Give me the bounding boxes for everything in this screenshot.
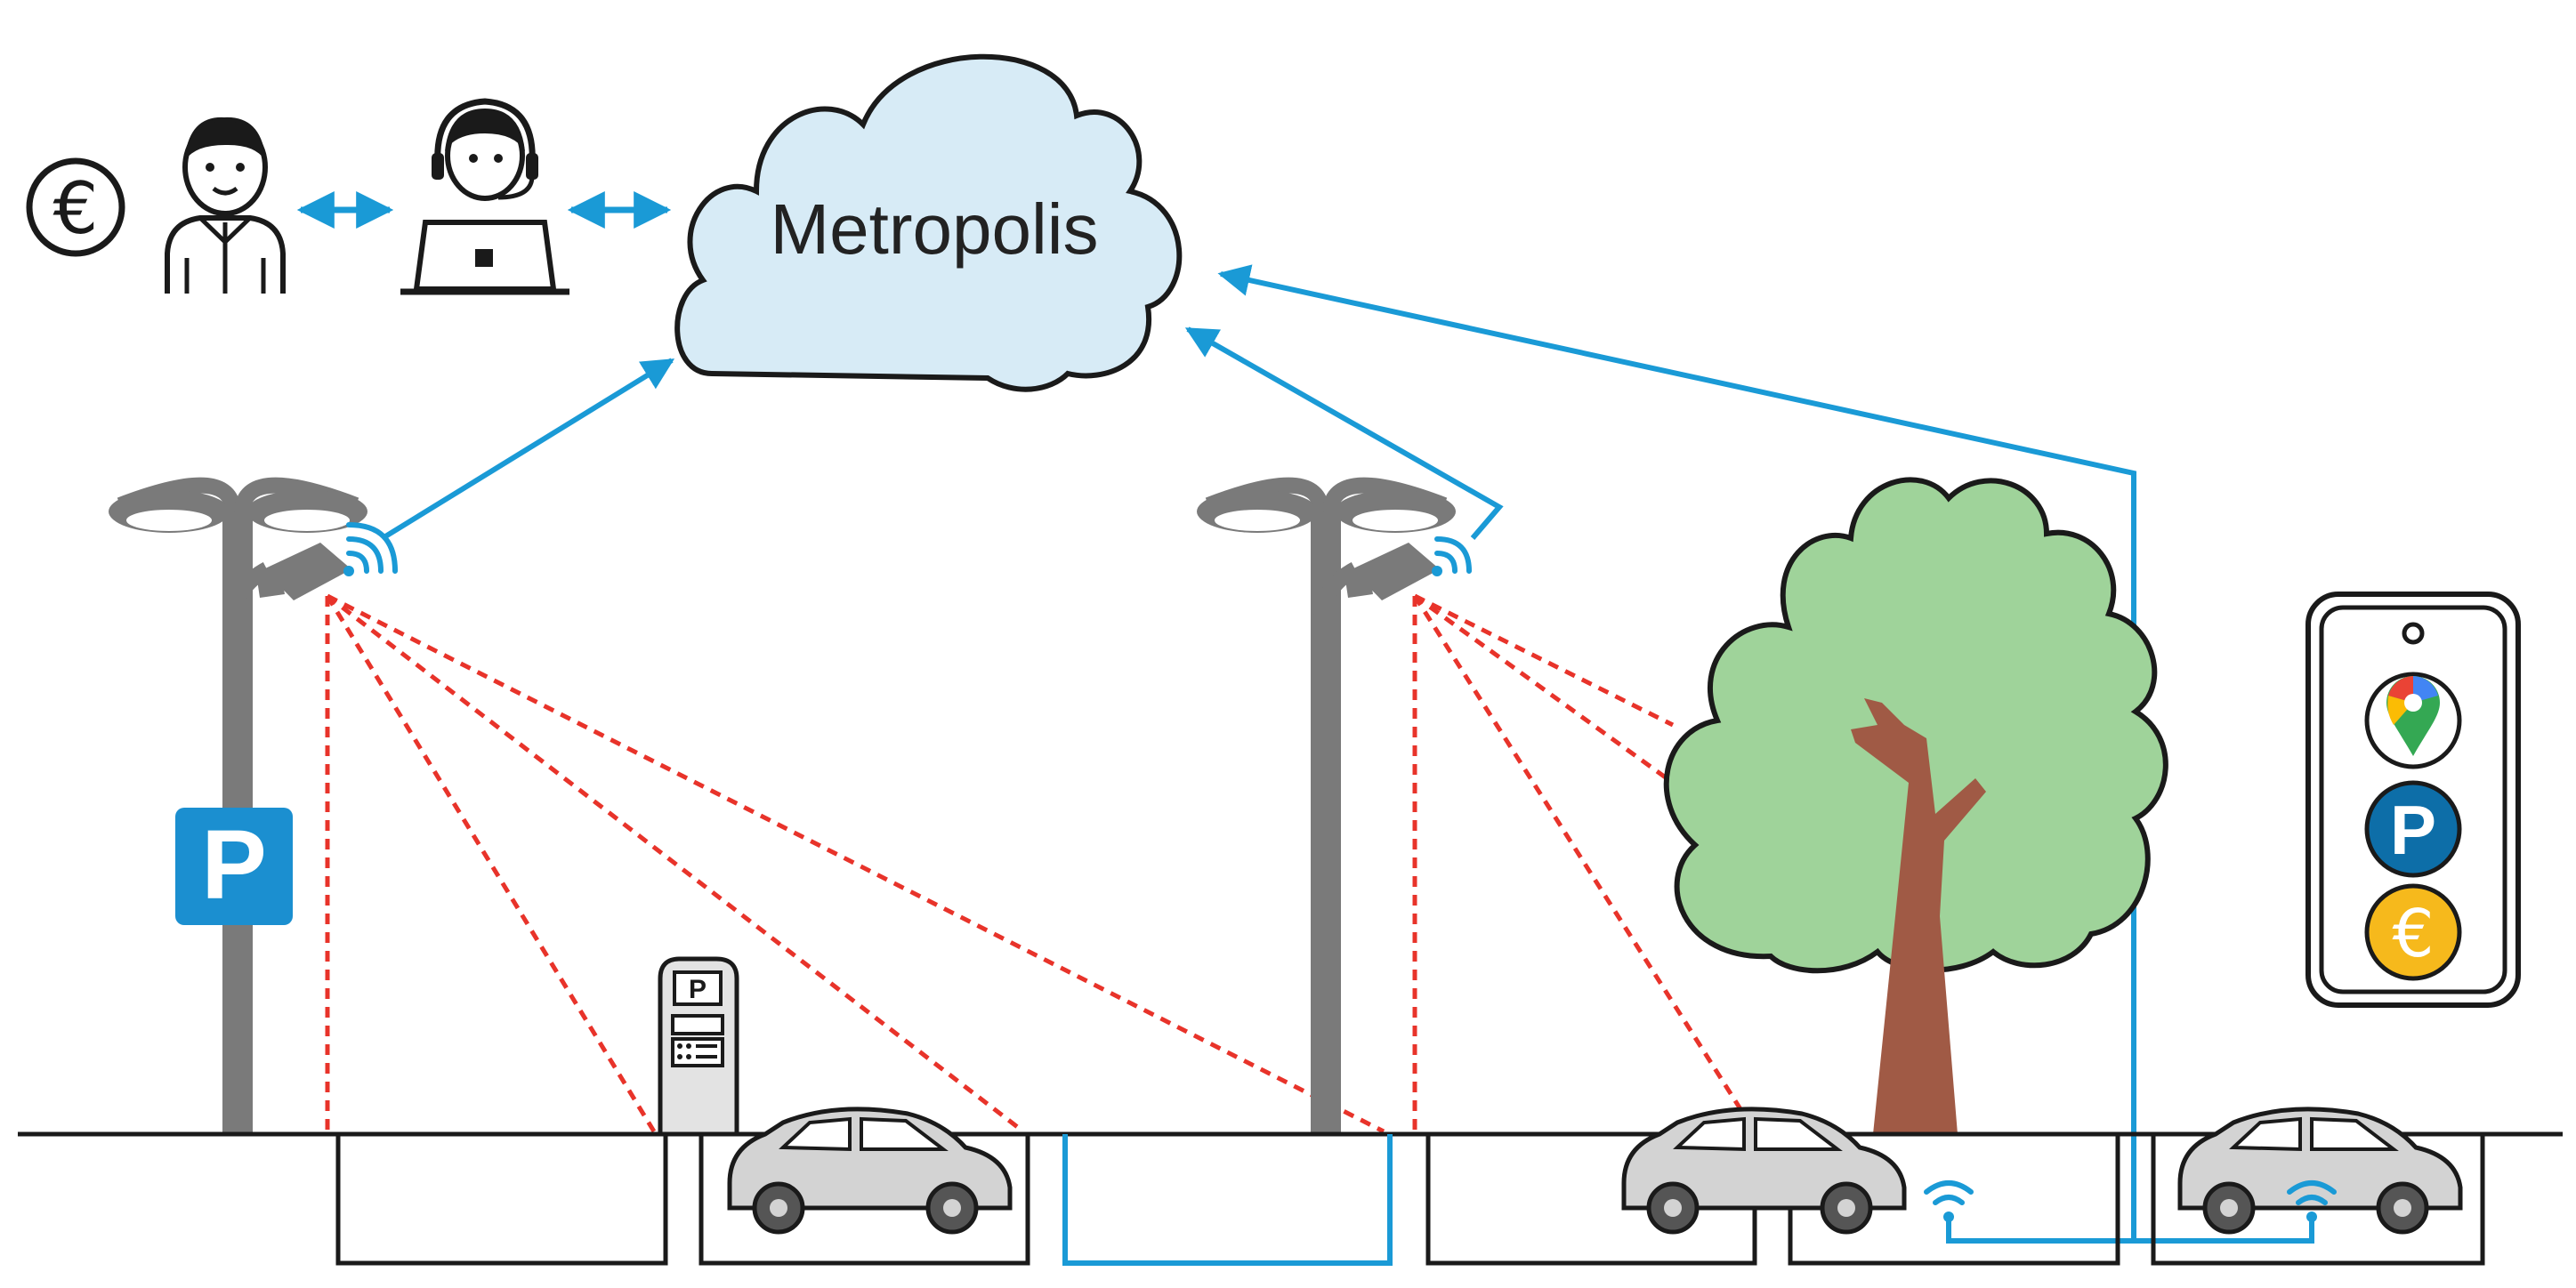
payment-app-icon: € bbox=[2364, 883, 2462, 981]
middle-wifi-icon bbox=[1432, 536, 1472, 576]
middle-camera-icon bbox=[1345, 543, 1440, 600]
middle-street-lamp bbox=[1197, 477, 1456, 1134]
parking-bays bbox=[335, 1134, 2485, 1266]
payment-app-letter: € bbox=[2392, 896, 2434, 972]
left-camera-icon bbox=[256, 543, 351, 600]
user-person-icon bbox=[165, 117, 286, 294]
smartphone: P € bbox=[2305, 592, 2521, 1008]
middle-camera-cloud-link bbox=[1184, 326, 1504, 540]
parking-sign: P bbox=[175, 808, 293, 925]
parking-app-icon: P bbox=[2364, 780, 2462, 878]
sensor-cloud-link bbox=[1946, 1219, 2314, 1244]
free-bay-highlight bbox=[1062, 1134, 1393, 1266]
euro-coin-icon: € bbox=[26, 157, 125, 257]
call-center-operator-icon bbox=[400, 98, 569, 295]
car-sensor-wifi-icon bbox=[2287, 1180, 2337, 1222]
cloud-label: Metropolis bbox=[770, 189, 1098, 269]
left-wifi-icon bbox=[343, 522, 398, 576]
euro-symbol: € bbox=[53, 167, 99, 250]
left-street-lamp bbox=[109, 477, 367, 1134]
map-pin-icon bbox=[2364, 672, 2462, 769]
metropolis-cloud: Metropolis bbox=[674, 53, 1183, 392]
tree bbox=[1663, 477, 2168, 1134]
camera-view-rays bbox=[325, 593, 1745, 1134]
sensor-uplink bbox=[1217, 264, 2136, 1241]
ground-sensor-wifi-icon bbox=[1924, 1180, 1974, 1222]
meter-sign-letter: P bbox=[689, 975, 707, 1004]
car-1 bbox=[727, 1107, 1013, 1235]
car-3 bbox=[2177, 1107, 2463, 1235]
parking-meter: P bbox=[658, 956, 739, 1137]
car-2 bbox=[1621, 1107, 1907, 1235]
parking-sign-letter: P bbox=[201, 810, 266, 920]
parking-app-letter: P bbox=[2390, 791, 2436, 869]
left-camera-cloud-link bbox=[381, 358, 675, 541]
